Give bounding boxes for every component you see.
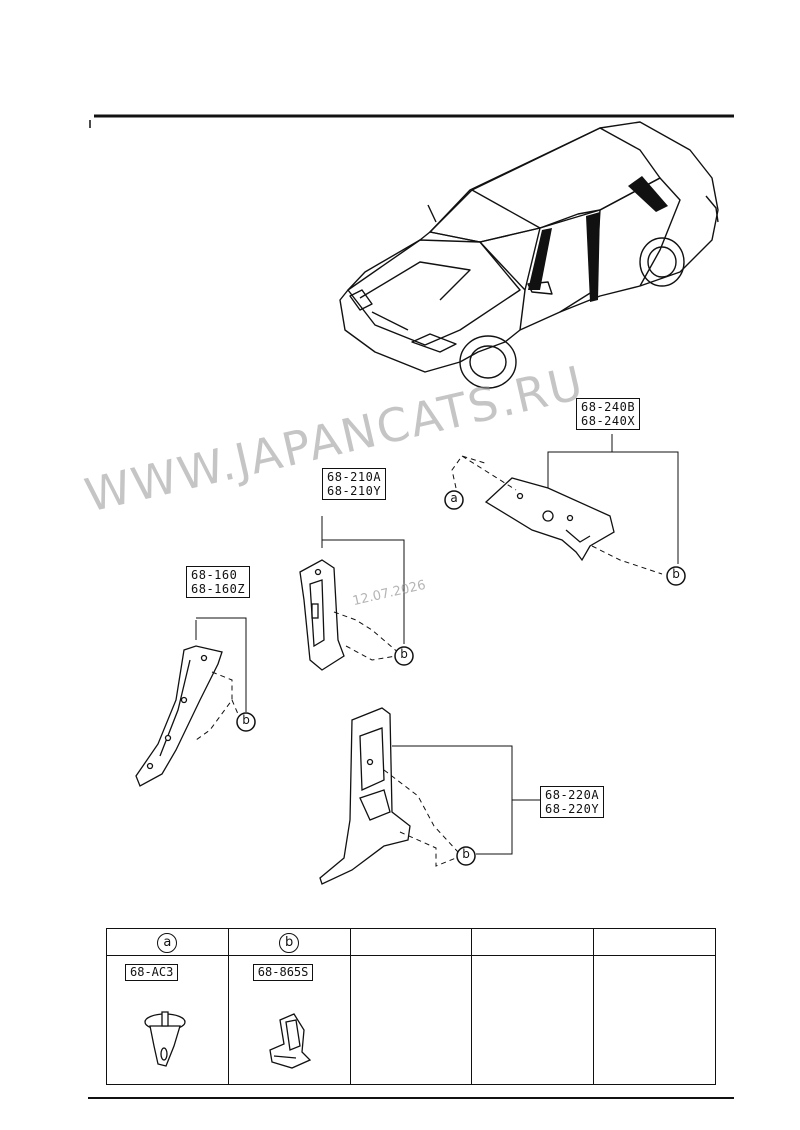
legend-cell	[349, 955, 473, 1085]
part-no: 68-220A	[545, 788, 600, 802]
center-lower-trim	[319, 707, 411, 885]
ref-b: b	[462, 847, 470, 861]
rear-pillar-trim	[484, 477, 615, 562]
legend-header-cell	[471, 928, 595, 956]
legend-symbol: a	[157, 933, 178, 953]
c-pillar-highlight	[628, 176, 668, 212]
part-no: 68-220Y	[545, 802, 600, 816]
legend-header-cell	[593, 928, 716, 956]
part-no: 68-210A	[327, 470, 382, 484]
ref-circles	[236, 490, 686, 866]
legend-cell: 68-AC3	[106, 955, 229, 1085]
legend-cell	[593, 955, 716, 1085]
legend-header-cell: b	[227, 928, 351, 956]
ref-b: b	[672, 567, 680, 581]
legend-part-no: 68-AC3	[125, 964, 179, 981]
legend-body-row: 68-AC3 68-865S	[106, 955, 716, 1085]
callout-rear-pillar: 68-240B 68-240X	[576, 398, 641, 430]
legend-header-row: a b	[106, 928, 716, 956]
sedan-illustration	[339, 121, 719, 389]
a-pillar-highlight	[528, 228, 552, 290]
callout-front-pillar: 68-160 68-160Z	[186, 566, 251, 598]
legend-symbol: b	[279, 933, 300, 953]
callout-center-lower: 68-220A 68-220Y	[540, 786, 605, 818]
part-no: 68-210Y	[327, 484, 382, 498]
legend-header-cell	[349, 928, 473, 956]
callout-center-upper: 68-210A 68-210Y	[322, 468, 387, 500]
b-pillar-highlight	[586, 212, 600, 302]
legend-cell: 68-865S	[227, 955, 351, 1085]
front-pillar-trim	[135, 645, 223, 787]
ref-b: b	[242, 713, 250, 727]
legend-part-no: 68-865S	[252, 964, 314, 981]
center-upper-trim	[299, 559, 345, 671]
fastener-legend-table: a b 68-AC3 68-865S	[106, 928, 716, 1085]
part-no: 68-160Z	[191, 582, 246, 596]
legend-cell	[471, 955, 595, 1085]
part-no: 68-240X	[581, 414, 636, 428]
ref-a: a	[450, 491, 458, 505]
part-no: 68-240B	[581, 400, 636, 414]
ref-b: b	[400, 647, 408, 661]
legend-header-cell: a	[106, 928, 229, 956]
part-no: 68-160	[191, 568, 238, 582]
